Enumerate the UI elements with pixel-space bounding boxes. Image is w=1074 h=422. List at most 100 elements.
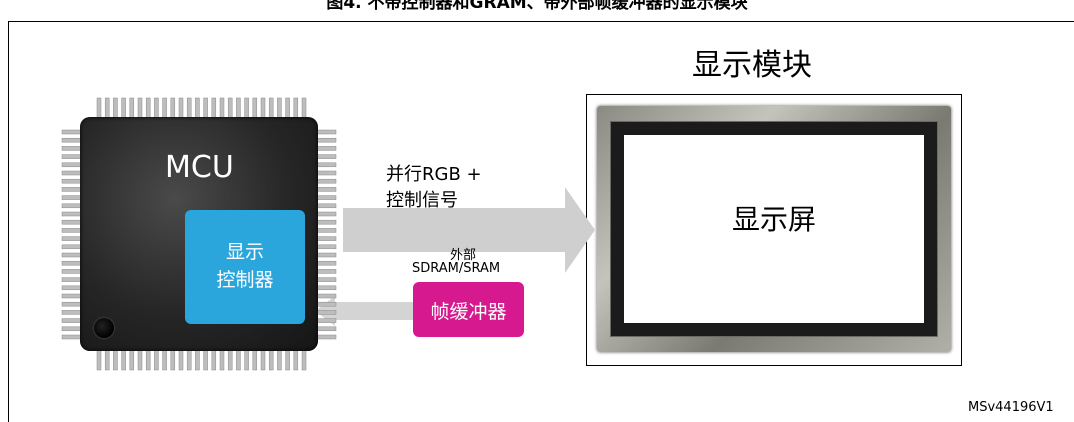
chip-pin (61, 137, 83, 143)
chip-pin (236, 349, 241, 371)
chip-pin (301, 97, 307, 119)
screen-panel (624, 135, 924, 323)
chip-pin (61, 301, 83, 307)
chip-pin (154, 349, 159, 371)
chip-pin (61, 129, 83, 135)
chip-pin (293, 97, 299, 119)
mcu-label: MCU (165, 150, 234, 185)
figure-title: 图4. 不带控制器和GRAM、带外部帧缓冲器的显示模块 (326, 0, 748, 13)
chip-pin (186, 97, 192, 119)
chip-pin (315, 137, 337, 143)
chip-pin (203, 349, 208, 371)
chip-pin (315, 293, 337, 299)
chip-pin (61, 211, 83, 217)
chip-pin (315, 277, 337, 282)
chip-pin (61, 326, 83, 332)
chip-pin (315, 154, 337, 159)
chip-pin (170, 349, 176, 371)
external-memory-label-line2: SDRAM/SRAM (412, 261, 501, 276)
frame-buffer-label: 帧缓冲器 (430, 301, 507, 323)
chip-pin (315, 301, 337, 307)
chip-pin (195, 349, 200, 371)
chip-pin (61, 285, 83, 291)
chip-pin (121, 97, 126, 119)
chip-pin (315, 310, 337, 315)
chip-pin (61, 203, 83, 209)
chip-pin (154, 97, 159, 119)
chip-pin (129, 349, 135, 371)
chip-pin (219, 349, 225, 371)
signal-label-line1: 并行RGB + (386, 164, 482, 185)
chip-pin (61, 162, 83, 168)
chip-pin (315, 203, 337, 209)
chip-pin (145, 349, 151, 371)
chip-pin (61, 244, 83, 250)
chip-pin (252, 349, 258, 371)
chip-pin (285, 349, 290, 371)
chip-pin (113, 349, 118, 371)
chip-pin (61, 310, 83, 315)
chip-pin (244, 97, 249, 119)
chip-pin (315, 236, 337, 241)
chip-pin (61, 269, 83, 274)
display-controller-label-line1: 显示 (225, 241, 264, 263)
chip-pin (61, 170, 83, 176)
chip-pin (315, 219, 337, 225)
chip-pin (61, 318, 83, 323)
chip-pin (315, 146, 337, 151)
chip-pin (268, 349, 274, 371)
chip-pin (178, 349, 184, 371)
chip-pin (61, 178, 83, 184)
chip-pin (61, 293, 83, 299)
display-module-title: 显示模块 (692, 48, 812, 83)
chip-pin (61, 219, 83, 225)
chip-pin (96, 97, 102, 119)
chip-pin (315, 195, 337, 200)
chip-pin (315, 318, 337, 323)
chip-pin (61, 195, 83, 200)
chip-pin (113, 97, 118, 119)
display-controller-box (185, 210, 305, 324)
chip-pin (61, 260, 83, 266)
chip-pin (293, 349, 299, 371)
chip-pin (211, 349, 217, 371)
chip-pin (252, 97, 258, 119)
chip-pin (219, 97, 225, 119)
chip-pin (96, 349, 102, 371)
chip-pin (315, 244, 337, 250)
chip-pin (61, 236, 83, 241)
pin1-marker (94, 318, 114, 338)
chip-pin (61, 146, 83, 151)
chip-pin (244, 349, 249, 371)
frame-buffer-arrow (315, 296, 413, 326)
chip-pin (260, 97, 266, 119)
frame-buffer-box (413, 282, 524, 337)
chip-pin (104, 97, 110, 119)
chip-pin (61, 187, 83, 192)
chip-pin (315, 269, 337, 274)
chip-pin (227, 97, 233, 119)
chip-pin (301, 349, 307, 371)
chip-pin (195, 97, 200, 119)
chip-pin (170, 97, 176, 119)
chip-pin (145, 97, 151, 119)
chip-pin (61, 154, 83, 159)
chip-pin (137, 349, 143, 371)
chip-pin (61, 228, 83, 233)
display-controller-label-line2: 控制器 (216, 269, 274, 291)
chip-pin (277, 349, 282, 371)
chip-pin (236, 97, 241, 119)
figure-frame (8, 21, 1074, 422)
chip-pin (61, 252, 83, 258)
chip-pin (178, 97, 184, 119)
chip-pin (285, 97, 290, 119)
chip-pin (162, 349, 167, 371)
chip-pin (315, 211, 337, 217)
chip-pin (315, 285, 337, 291)
chip-pin (186, 349, 192, 371)
chip-pin (129, 97, 135, 119)
chip-pin (211, 97, 217, 119)
chip-pin (315, 170, 337, 176)
version-code: MSv44196V1 (968, 400, 1054, 415)
